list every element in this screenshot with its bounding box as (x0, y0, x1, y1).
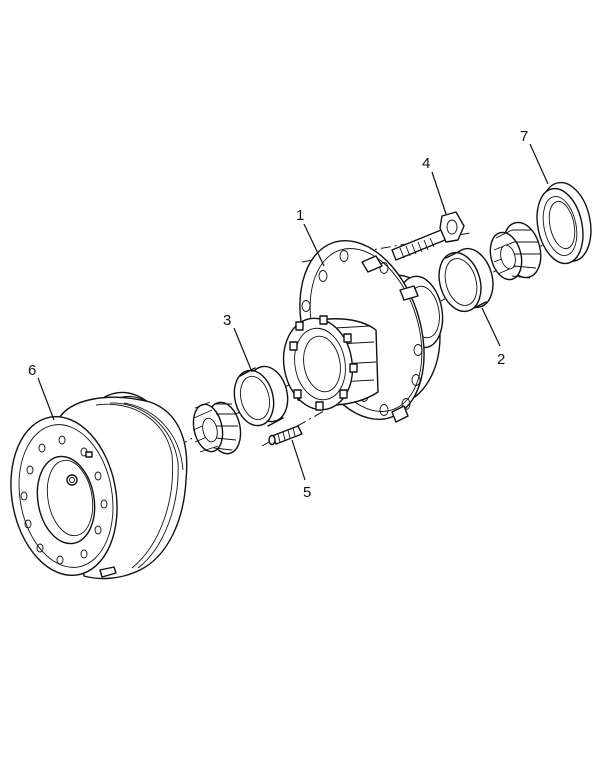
callout-5: 5 (303, 484, 311, 501)
brake-drum (10, 391, 188, 580)
inner-bearing-cone (489, 221, 542, 281)
outer-bearing-cup (233, 365, 289, 427)
callout-6: 6 (28, 362, 36, 379)
callout-7: 7 (520, 128, 528, 145)
callout-4: 4 (422, 155, 430, 172)
outer-bearing-cone (192, 401, 242, 455)
drum-bolt-holes (20, 435, 108, 565)
callouts: 1 2 3 4 5 6 7 (28, 128, 528, 501)
callout-2: 2 (497, 351, 505, 368)
leader-lines (37, 143, 549, 481)
inner-bearing-cup (438, 247, 494, 313)
wheel-hub (282, 239, 444, 423)
bolt (391, 211, 465, 261)
hub-stud-holes (301, 250, 423, 416)
callout-1: 1 (296, 207, 304, 224)
seal (536, 181, 592, 265)
wheel-stud (268, 425, 303, 446)
callout-3: 3 (223, 312, 231, 329)
